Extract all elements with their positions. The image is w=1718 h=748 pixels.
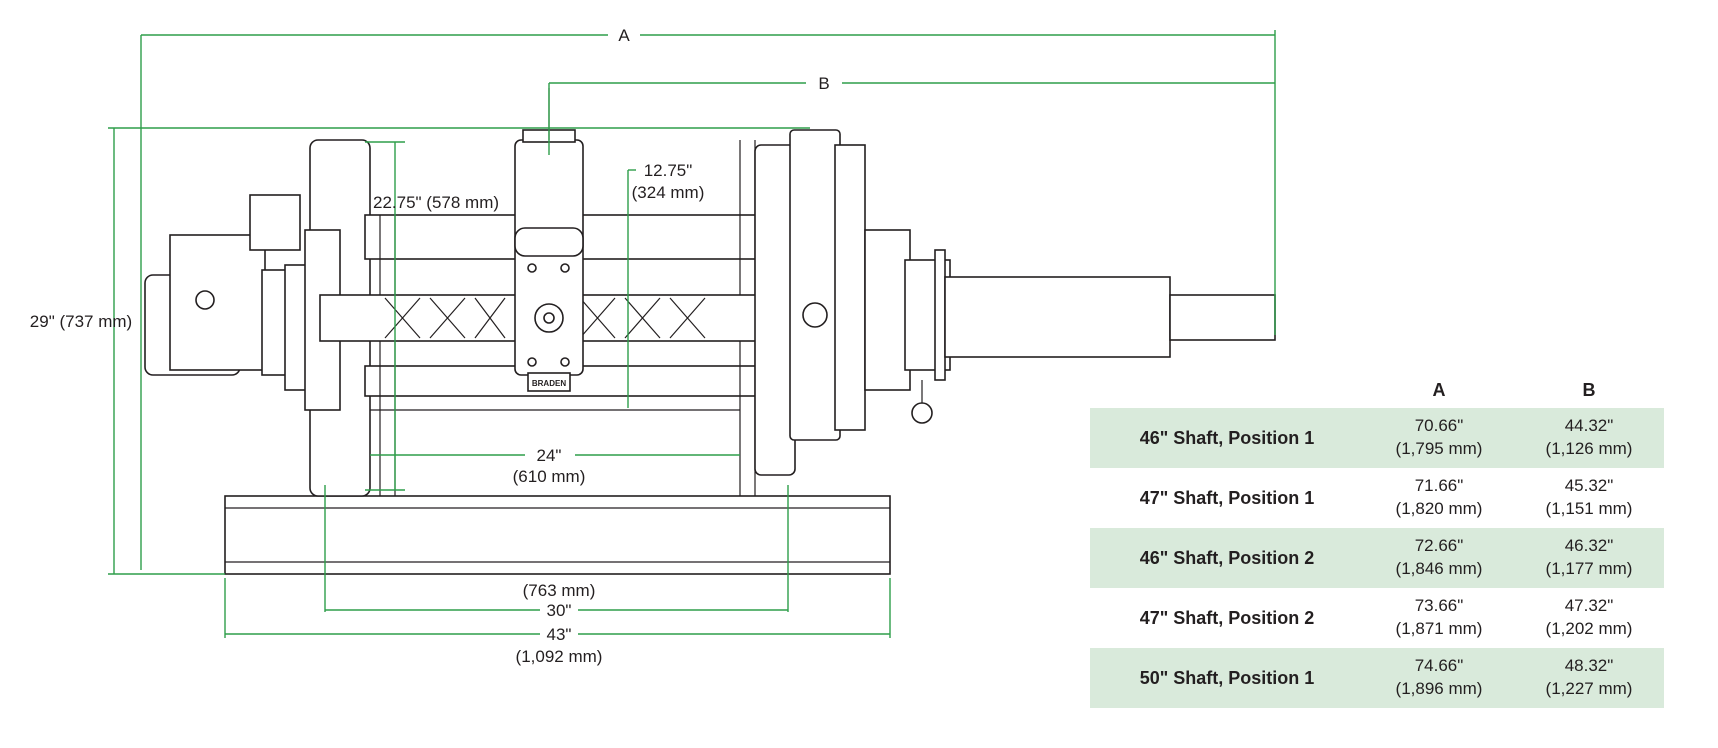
- cell-b-inch: 48.32": [1564, 656, 1614, 675]
- level-wind: [514, 139, 584, 376]
- cell-a-inch: 70.66": [1414, 416, 1464, 435]
- dim-base-width-label-1: 43": [547, 625, 572, 644]
- cell-a-mm: (1,846 mm): [1395, 559, 1483, 578]
- dim-b-label: B: [818, 74, 829, 93]
- header-b: B: [1582, 380, 1596, 400]
- dimension-lines: [108, 30, 1276, 638]
- cell-b-mm: (1,227 mm): [1545, 679, 1633, 698]
- cell-b-mm: (1,126 mm): [1545, 439, 1633, 458]
- table-row: 47" Shaft, Position 1 71.66" (1,820 mm) …: [1090, 468, 1664, 528]
- dim-drum-height-label: 22.75" (578 mm): [373, 193, 499, 212]
- cell-b-inch: 46.32": [1564, 536, 1614, 555]
- cell-b-mm: (1,202 mm): [1545, 619, 1633, 638]
- dim-drum-dia-label-1: 12.75": [644, 161, 693, 180]
- shaft-dimensions-table: A B 46" Shaft, Position 1 70.66" (1,795 …: [1090, 372, 1664, 708]
- dim-drum-length-label-2: (610 mm): [513, 467, 586, 486]
- row-label: 46" Shaft, Position 1: [1139, 428, 1315, 448]
- dimension-labels: A B 29" (737 mm) 22.75" (578 mm) 12.75" …: [30, 26, 830, 666]
- output-shaft: [1169, 294, 1276, 341]
- row-label: 47" Shaft, Position 1: [1139, 488, 1315, 508]
- table-row: 46" Shaft, Position 1 70.66" (1,795 mm) …: [1090, 408, 1664, 468]
- dim-base-width-label-2: (1,092 mm): [516, 647, 603, 666]
- cell-a-mm: (1,871 mm): [1395, 619, 1483, 638]
- cell-b: 47.32" (1,202 mm): [1514, 594, 1664, 640]
- dim-drum-dia-label-2: (324 mm): [632, 183, 705, 202]
- planetary-housing: [864, 229, 911, 391]
- shaft-housing: [944, 276, 1171, 358]
- cell-b-mm: (1,151 mm): [1545, 499, 1633, 518]
- table-header: A B: [1090, 372, 1664, 408]
- dim-a-label: A: [618, 26, 630, 45]
- table-row: 47" Shaft, Position 2 73.66" (1,871 mm) …: [1090, 588, 1664, 648]
- row-label: 46" Shaft, Position 2: [1139, 548, 1315, 568]
- cell-b: 48.32" (1,227 mm): [1514, 654, 1664, 700]
- row-label: 47" Shaft, Position 2: [1139, 608, 1315, 628]
- winch-body: BRADEN: [144, 88, 1276, 575]
- cell-b: 46.32" (1,177 mm): [1514, 534, 1664, 580]
- dim-mount-width-label-2: 30": [547, 601, 572, 620]
- brand-plate-text: BRADEN: [532, 379, 566, 388]
- cell-b-inch: 47.32": [1564, 596, 1614, 615]
- brand-plate: [527, 372, 571, 392]
- table-row: 46" Shaft, Position 2 72.66" (1,846 mm) …: [1090, 528, 1664, 588]
- cell-b: 45.32" (1,151 mm): [1514, 474, 1664, 520]
- base-skid: [224, 495, 891, 575]
- cell-a-inch: 74.66": [1414, 656, 1464, 675]
- cell-a-inch: 72.66": [1414, 536, 1464, 555]
- header-a: A: [1432, 380, 1446, 400]
- cell-a-inch: 71.66": [1414, 476, 1464, 495]
- cell-a: 70.66" (1,795 mm): [1364, 414, 1514, 460]
- dim-drum-length-label-1: 24": [537, 446, 562, 465]
- table-row: 50" Shaft, Position 1 74.66" (1,896 mm) …: [1090, 648, 1664, 708]
- dim-height-label: 29" (737 mm): [30, 312, 132, 331]
- cell-b-inch: 45.32": [1564, 476, 1614, 495]
- gear-housing: [754, 144, 796, 476]
- cell-a-mm: (1,795 mm): [1395, 439, 1483, 458]
- cell-b: 44.32" (1,126 mm): [1514, 414, 1664, 460]
- cell-a-mm: (1,820 mm): [1395, 499, 1483, 518]
- dim-mount-width-label-1: (763 mm): [523, 581, 596, 600]
- cell-b-mm: (1,177 mm): [1545, 559, 1633, 578]
- cell-a-inch: 73.66": [1414, 596, 1464, 615]
- cell-a: 74.66" (1,896 mm): [1364, 654, 1514, 700]
- cell-a: 72.66" (1,846 mm): [1364, 534, 1514, 580]
- cell-a: 71.66" (1,820 mm): [1364, 474, 1514, 520]
- cell-a-mm: (1,896 mm): [1395, 679, 1483, 698]
- row-label: 50" Shaft, Position 1: [1139, 668, 1315, 688]
- cell-b-inch: 44.32": [1564, 416, 1614, 435]
- cell-a: 73.66" (1,871 mm): [1364, 594, 1514, 640]
